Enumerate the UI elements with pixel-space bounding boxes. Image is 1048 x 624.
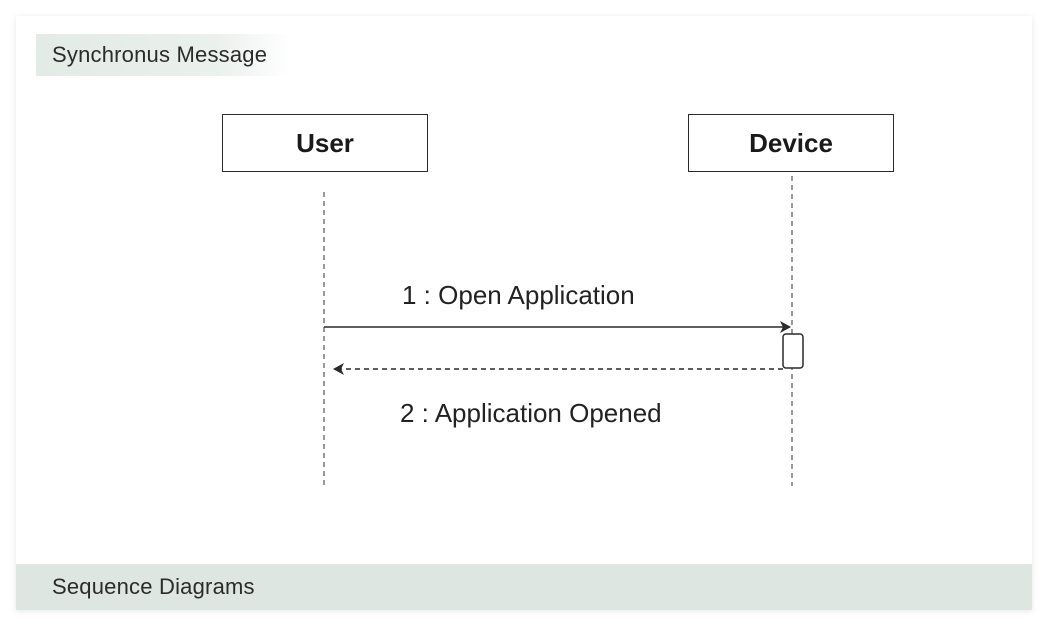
- footer-title: Sequence Diagrams: [52, 574, 255, 599]
- message-1-label: 1 : Open Application: [402, 280, 635, 310]
- actor-device-label: Device: [749, 128, 833, 158]
- device-activation-bar: [782, 333, 804, 369]
- diagram-card: Synchronus Message User Device: [16, 16, 1032, 610]
- actor-user-box: User: [222, 114, 428, 172]
- actor-device-box: Device: [688, 114, 894, 172]
- diagram-title: Synchronus Message: [36, 34, 292, 76]
- actor-user-label: User: [296, 128, 354, 158]
- message-2-label: 2 : Application Opened: [400, 398, 662, 428]
- footer-band: Sequence Diagrams: [16, 564, 1032, 610]
- sequence-diagram-canvas: [323, 176, 804, 486]
